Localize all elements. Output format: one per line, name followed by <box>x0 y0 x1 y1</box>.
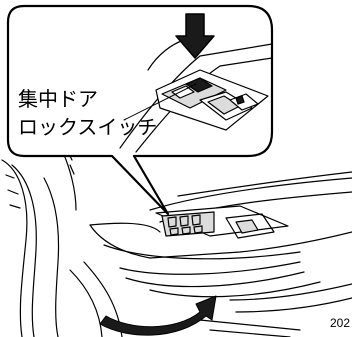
callout-bubble <box>6 4 274 216</box>
callout-switch-detail <box>119 39 273 153</box>
down-arrow-icon <box>175 13 215 59</box>
callout-label-line2: ロックスイッチ <box>18 115 158 139</box>
figure-code: 202 <box>329 316 350 330</box>
door-panel-drawing <box>1 149 352 337</box>
callout-label-line1: 集中ドア <box>18 87 98 111</box>
curved-arrow-icon <box>99 295 217 336</box>
